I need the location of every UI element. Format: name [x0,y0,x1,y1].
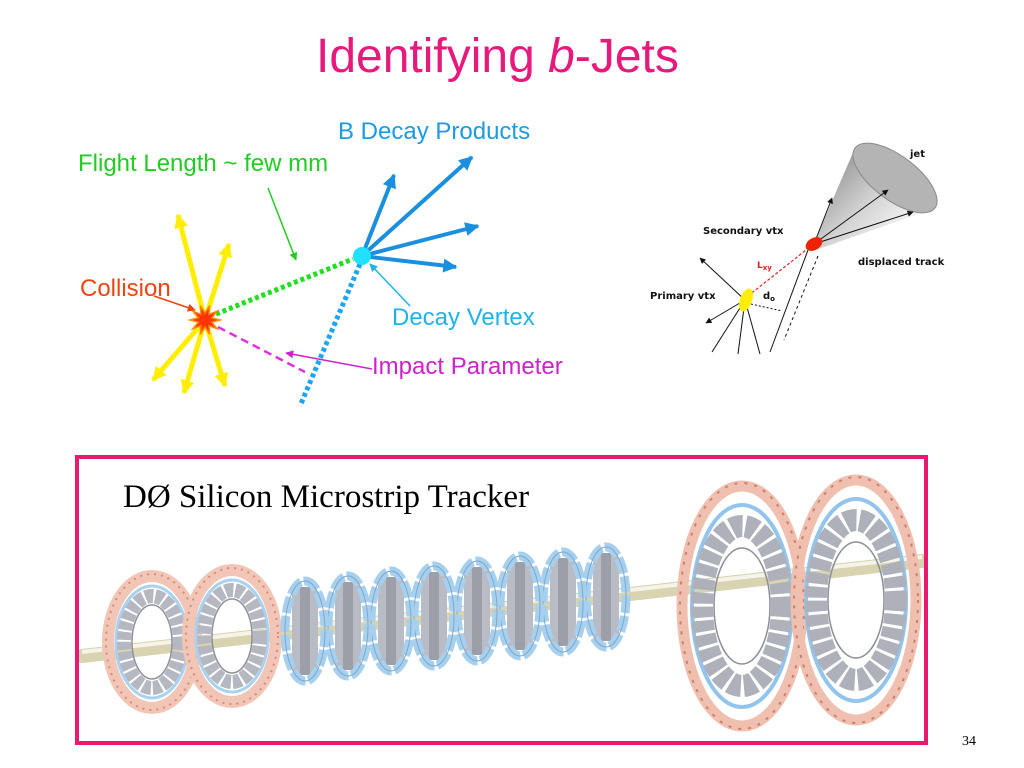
secondary-vtx-label: Secondary vtx [703,226,784,237]
collision-track [174,213,208,321]
primary-vertex-dot [739,288,753,312]
decay-vertex-pointer [369,263,411,307]
lxy-label: Lxy [757,262,772,272]
decay-product-tracks [360,155,480,273]
primary-track [699,257,746,301]
collision-star-icon [187,305,223,335]
large-disk [794,477,918,723]
decay-product-track [361,254,458,273]
decay-vertex-dot [353,247,371,265]
jet-tracks [813,189,914,245]
page-number: 34 [962,734,976,749]
secondary-vertex-dot [805,237,823,251]
jet-cone-diagram [699,142,938,355]
flight-path-dotted-line [215,256,354,317]
title-text-italic: b [548,30,575,83]
collision-tracks [151,213,232,395]
collision-pointer [153,295,196,312]
silicon-tracker-illustration [79,459,924,741]
primary-vtx-label: Primary vtx [650,291,716,302]
collision-track [151,318,207,382]
jet-label: jet [910,149,925,160]
displaced-track-line [769,249,809,353]
decay-vertex-label: Decay Vertex [392,304,535,331]
title-text-prefix: Identifying [316,30,549,83]
jet-track [813,189,889,245]
decay-product-track [360,155,474,258]
impact-parameter-label: Impact Parameter [372,353,563,380]
b-decay-diagram [151,155,480,407]
tracker-panel [75,455,928,745]
jet-cone-opening [852,142,938,214]
flight-length-label: Flight Length ~ few mm [78,150,329,177]
displaced-track-label: displaced track [858,257,945,268]
primary-track [705,299,746,324]
jet-track [813,197,833,245]
tracker-caption: DØ Silicon Microstrip Tracker [123,479,530,515]
d0-dotted-line [750,303,783,312]
large-disk [680,483,804,729]
title-text-suffix: -Jets [574,30,679,83]
primary-tracks [699,257,761,355]
d0-label-subscript: o [770,295,775,303]
primary-track [711,299,746,353]
decay-products-label: B Decay Products [338,118,531,145]
decay-product-track [360,173,396,257]
jet-track [813,210,914,245]
lxy-dashed-line [747,249,807,297]
lxy-label-subscript: xy [762,264,772,272]
lxy-label-main: L [757,261,763,271]
b-track-extension-dotted-line [297,263,363,407]
impact-parameter-pointer [285,350,373,370]
d0-label-main: d [763,291,771,302]
jet-cone [810,148,935,252]
decay-product-track [361,222,480,258]
impact-parameter-dashed-line [217,325,306,374]
flight-length-pointer [267,187,298,261]
d0-label: do [763,292,775,303]
slide-title: Identifying b-Jets [316,33,679,81]
collision-label: Collision [80,275,171,302]
